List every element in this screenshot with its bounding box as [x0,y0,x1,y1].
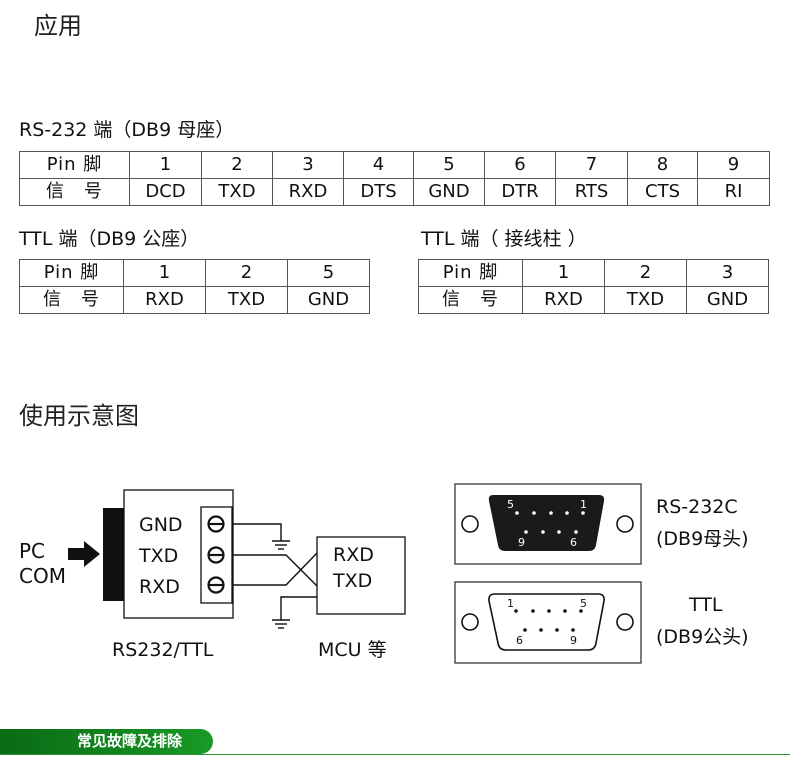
rs232-signal-3: RXD [272,178,344,206]
rs232-signal-2: TXD [201,178,273,206]
rs232-pin-4: 4 [343,151,414,179]
mcu-label: MCU 等 [318,639,387,661]
wires [232,523,318,620]
male-pin-6: 6 [516,634,523,647]
ground-icon [272,619,290,629]
male-connector-sublabel: (DB9公头) [656,626,749,648]
db9-male-connector: 1 5 6 9 [454,581,642,664]
mcu-pin-txd: TXD [332,570,372,592]
rs232-pin-9: 9 [697,151,770,179]
screw-terminal-gnd-icon [207,515,225,533]
female-pin-6: 6 [570,536,577,549]
female-pin-1: 1 [580,498,587,511]
rs232-pin-8: 8 [627,151,698,179]
rs232-signal-header: 信 号 [19,178,130,206]
screw-terminal-rxd-icon [207,576,225,594]
terminal-label-gnd: GND [139,514,183,536]
ttl-db9-pin-table: Pin 脚 1 2 5 信 号 RXD TXD GND [19,259,370,314]
terminal-label-txd: TXD [138,545,178,567]
rs232-signal-7: RTS [555,178,628,206]
terminal-label-rxd: RXD [139,576,180,598]
ttl-db9-pin-row: Pin 脚 1 2 5 [19,259,370,287]
female-pin-9: 9 [518,536,525,549]
ttl-terminal-signal-3: GND [686,286,769,314]
ttl-db9-table-caption: TTL 端（DB9 公座） [19,228,200,250]
mcu-box [316,536,406,615]
db9-female-connector: 5 1 9 6 [454,483,642,565]
ttl-db9-signal-2: TXD [205,286,288,314]
ttl-db9-signal-header: 信 号 [19,286,124,314]
ttl-terminal-pin-row: Pin 脚 1 2 3 [418,259,769,287]
rs232-signal-9: RI [697,178,770,206]
rs232-table-caption: RS-232 端（DB9 母座） [19,119,235,141]
ttl-db9-pin-header: Pin 脚 [19,259,124,287]
rs232-signal-row: 信 号 DCD TXD RXD DTS GND DTR RTS CTS RI [19,178,770,206]
application-title: 应用 [34,12,82,40]
rs232-pin-table: Pin 脚 1 2 3 4 5 6 7 8 9 信 号 DCD TXD RXD … [19,151,770,206]
ttl-terminal-signal-2: TXD [604,286,687,314]
male-pin-9: 9 [570,634,577,647]
module-label: RS232/TTL [112,639,214,661]
ttl-db9-signal-3: GND [287,286,370,314]
ttl-terminal-signal-row: 信 号 RXD TXD GND [418,286,769,314]
male-pin-1: 1 [507,597,514,610]
rs232-signal-5: GND [413,178,485,206]
ttl-db9-pin-5: 5 [287,259,370,287]
rs232-pin-3: 3 [272,151,344,179]
troubleshooting-banner-label: 常见故障及排除 [77,732,183,750]
ttl-db9-pin-2: 2 [205,259,288,287]
pc-label: PC [19,539,45,563]
female-pin-5: 5 [507,498,514,511]
ttl-terminal-signal-header: 信 号 [418,286,523,314]
male-pin-5: 5 [580,597,587,610]
troubleshooting-banner: 常见故障及排除 [0,729,790,755]
mcu-pin-rxd: RXD [333,544,374,566]
rs232-pin-row: Pin 脚 1 2 3 4 5 6 7 8 9 [19,151,770,179]
usage-diagram-title: 使用示意图 [19,402,139,430]
male-connector-label: TTL [688,594,723,616]
rs232-signal-6: DTR [484,178,556,206]
female-connector-label: RS-232C [656,496,738,518]
arrow-right-icon [68,541,100,567]
rs232-signal-1: DCD [129,178,202,206]
female-connector-sublabel: (DB9母头) [656,528,749,550]
db9-plug-body [103,508,124,601]
rs232-signal-8: CTS [627,178,698,206]
ground-icon [272,540,290,550]
ttl-terminal-pin-table: Pin 脚 1 2 3 信 号 RXD TXD GND [418,259,769,314]
ttl-terminal-pin-1: 1 [522,259,605,287]
ttl-db9-signal-row: 信 号 RXD TXD GND [19,286,370,314]
com-label: COM [19,564,66,588]
screw-terminal-txd-icon [207,546,225,564]
rs232-signal-4: DTS [343,178,414,206]
ttl-terminal-table-caption: TTL 端（ 接线柱 ） [421,228,587,250]
ttl-terminal-pin-2: 2 [604,259,687,287]
